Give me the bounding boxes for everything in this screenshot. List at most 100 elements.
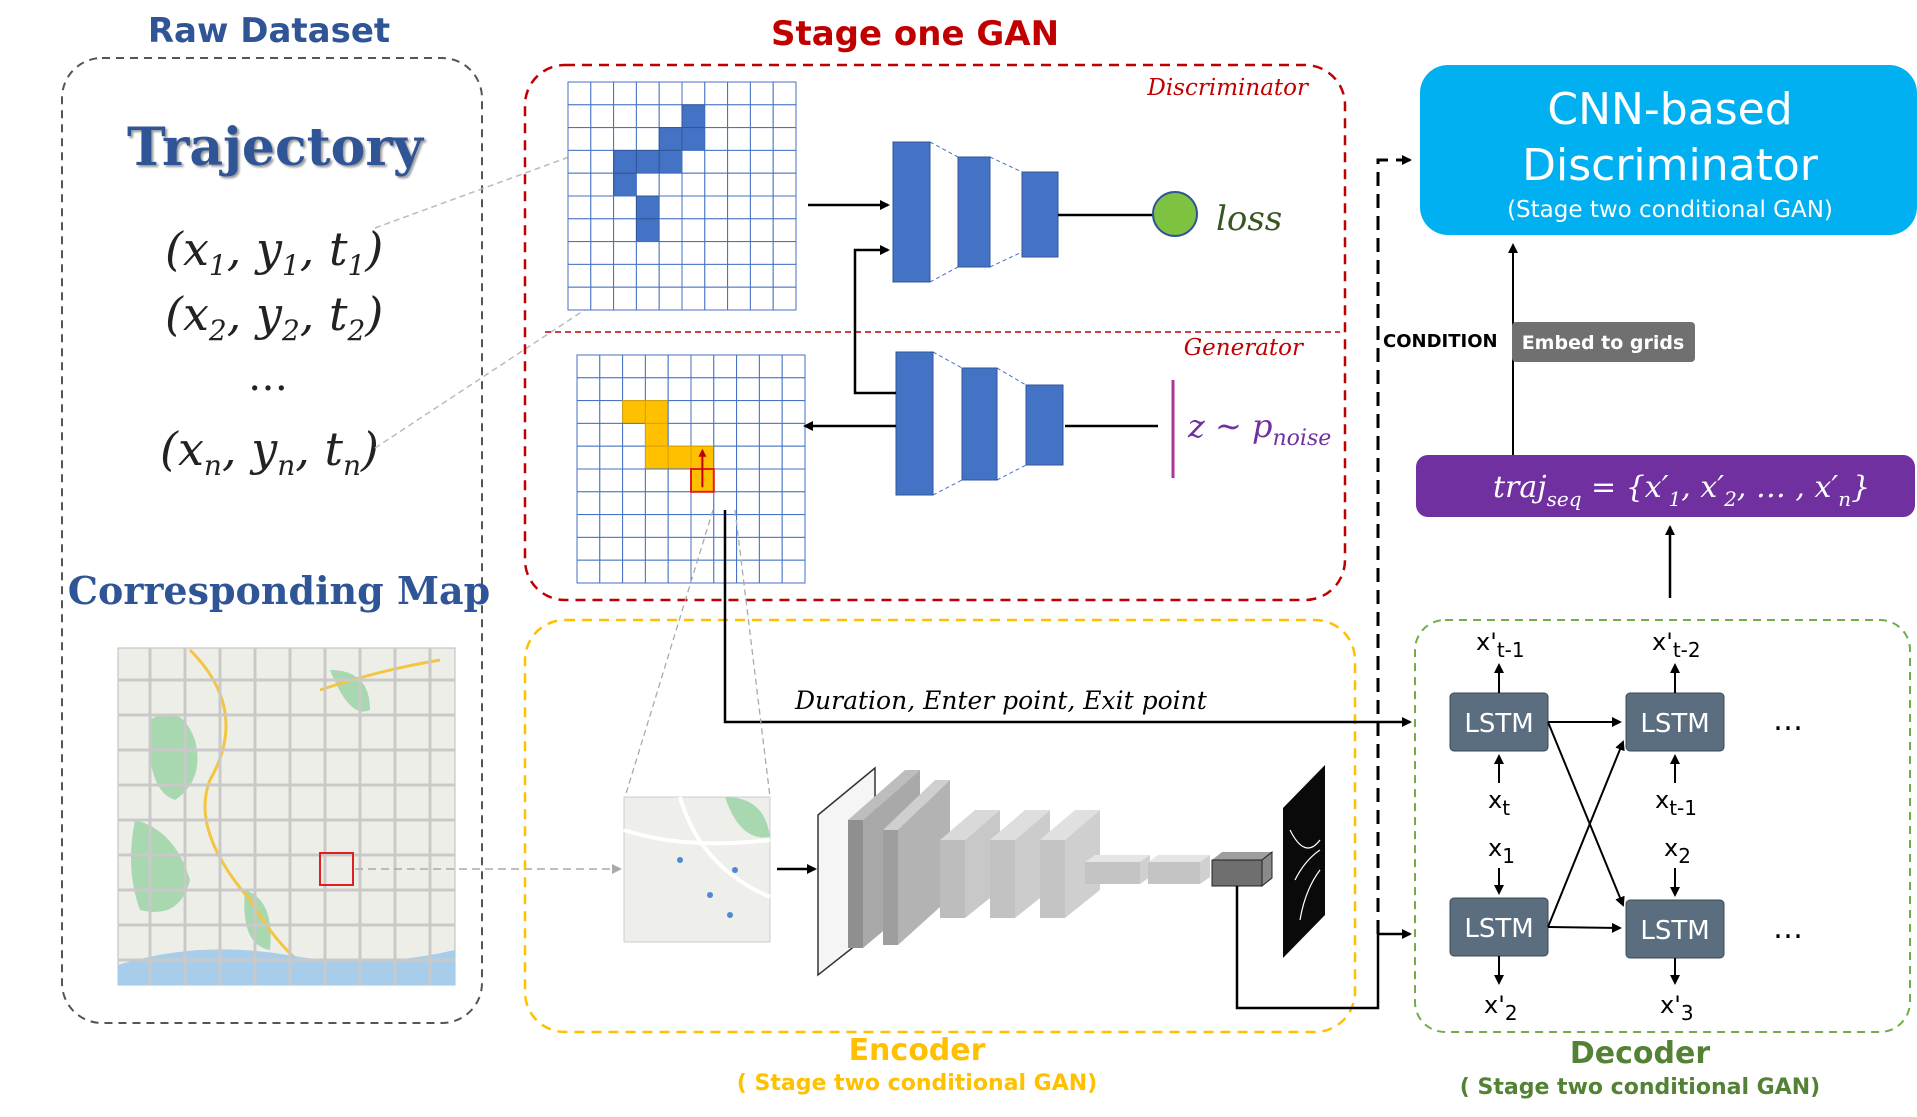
grid-cell <box>727 286 751 311</box>
grid-cell <box>576 445 601 470</box>
discriminator-grid <box>567 81 797 311</box>
grid-cell <box>713 445 738 470</box>
grid-cell <box>576 354 601 379</box>
grid-cell <box>567 263 592 288</box>
grid-cell <box>727 127 751 151</box>
grid-cell <box>749 241 774 265</box>
grid-cell <box>658 286 683 311</box>
grid-cell <box>567 149 592 174</box>
grid-cell <box>758 377 783 402</box>
grid-cell <box>781 468 806 493</box>
grid-cell <box>622 559 646 584</box>
grid-cell <box>704 149 729 174</box>
grid-cell <box>749 81 774 106</box>
trajectory-point-2: (x2, y2, t2) <box>165 287 383 347</box>
grid-cell <box>622 377 646 402</box>
grid-cell-filled <box>622 400 646 424</box>
grid-cell <box>590 104 615 129</box>
grid-cell <box>567 286 592 311</box>
grid-cell <box>681 286 706 311</box>
grid-cell <box>622 491 646 516</box>
grid-cell <box>599 400 624 424</box>
grid-cell <box>772 104 797 129</box>
grid-cell <box>772 195 797 220</box>
grid-cell <box>781 491 806 516</box>
grid-cell <box>749 263 774 288</box>
grid-cell <box>644 377 669 402</box>
svg-text:(x1, y1, t1): (x1, y1, t1) <box>165 222 383 282</box>
grid-cell <box>704 218 729 243</box>
grid-cell <box>727 172 751 197</box>
grid-cell <box>658 241 683 265</box>
connector-cell-left <box>624 509 714 798</box>
grid-cell <box>736 400 760 424</box>
grid-cell <box>736 491 760 516</box>
grid-cell <box>567 172 592 197</box>
grid-cell <box>704 104 729 129</box>
grid-cell <box>576 400 601 424</box>
grid-cell <box>758 422 783 447</box>
discriminator-network: loss <box>808 141 1282 283</box>
grid-cell <box>590 241 615 265</box>
grid-cell <box>658 218 683 243</box>
grid-cell-filled <box>644 445 669 470</box>
grid-cell <box>567 81 592 106</box>
encoder-output-wire <box>1235 886 1412 1010</box>
grid-cell <box>781 536 806 561</box>
grid-cell <box>613 127 637 151</box>
grid-cell <box>713 354 738 379</box>
raw-dataset-box <box>61 57 483 1024</box>
grid-cell <box>667 422 692 447</box>
raw-dataset-title: Raw Dataset <box>148 11 390 51</box>
grid-cell <box>590 149 615 174</box>
grid-cell <box>704 81 729 106</box>
grid-cell <box>758 536 783 561</box>
decoder-box <box>1414 619 1911 1033</box>
grid-cell <box>772 172 797 197</box>
grid-cell <box>681 172 706 197</box>
grid-cell <box>727 241 751 265</box>
label-bottom-output-1: x'2 <box>1484 991 1518 1025</box>
grid-cell <box>567 241 592 265</box>
grid-cell <box>667 491 692 516</box>
grid-cell <box>758 445 783 470</box>
grid-cell-filled <box>644 422 669 447</box>
grid-cell <box>567 195 592 220</box>
grid-cell <box>736 422 760 447</box>
grid-cell <box>704 241 729 265</box>
grid-cell <box>704 172 729 197</box>
grid-cell <box>635 104 660 129</box>
grid-cell <box>667 377 692 402</box>
grid-cell <box>749 286 774 311</box>
label-bottom-input-2: x2 <box>1664 834 1691 868</box>
grid-cell <box>727 218 751 243</box>
grid-cell <box>772 149 797 174</box>
generator-grid <box>576 354 806 584</box>
svg-text:(x2, y2, t2): (x2, y2, t2) <box>165 287 383 347</box>
grid-cell <box>704 263 729 288</box>
grid-cell <box>599 559 624 584</box>
grid-cell-filled <box>635 195 660 220</box>
grid-cell <box>690 536 715 561</box>
grid-cell <box>599 468 624 493</box>
map-highlight-cell <box>319 852 354 886</box>
stage-one-title: Stage one GAN <box>771 14 1059 54</box>
grid-cell <box>772 286 797 311</box>
grid-cell <box>635 172 660 197</box>
label-mid-input-2: xt-1 <box>1655 786 1697 820</box>
grid-cell <box>704 127 729 151</box>
decoder-subtitle: ( Stage two conditional GAN) <box>1460 1075 1820 1100</box>
grid-cell <box>576 559 601 584</box>
noise-label: z ∼ pnoise <box>1187 407 1331 451</box>
grid-cell <box>781 400 806 424</box>
grid-cell <box>749 149 774 174</box>
grid-cell <box>658 263 683 288</box>
grid-cell <box>681 263 706 288</box>
map-title: Corresponding Map <box>68 568 490 613</box>
traj-seq-formula: trajseq = {x′1, x′2, … , x′n} <box>1493 470 1870 511</box>
grid-cell <box>772 218 797 243</box>
grid-cell <box>576 468 601 493</box>
grid-cell <box>758 354 783 379</box>
condition-text: Duration, Enter point, Exit point <box>794 686 1208 715</box>
grid-cell <box>758 400 783 424</box>
